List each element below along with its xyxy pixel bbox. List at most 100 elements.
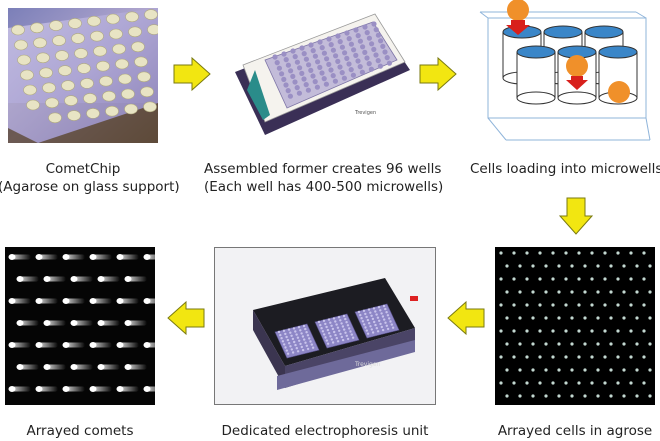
cell-dot — [551, 251, 555, 255]
cell-dot — [642, 381, 646, 385]
cell-dot — [505, 368, 509, 372]
plate-well — [332, 78, 338, 84]
chip-hole — [55, 50, 69, 61]
comet-head — [70, 364, 78, 370]
cell-dot — [642, 329, 646, 333]
cell-dot — [499, 381, 503, 385]
plate-well — [373, 52, 379, 58]
cell-dot — [616, 303, 620, 307]
plate-well — [357, 38, 363, 44]
cell-dot — [635, 290, 639, 294]
plate-well — [360, 44, 366, 50]
chip-hole — [106, 13, 120, 25]
cell-dot — [564, 303, 568, 307]
chip-hole — [118, 73, 132, 85]
comet-head — [143, 254, 151, 260]
cell-dot — [518, 342, 522, 346]
cell-dot — [557, 316, 561, 320]
chip-hole — [143, 101, 157, 113]
cell-dot — [518, 290, 522, 294]
arrow-left-2 — [166, 300, 206, 336]
cell-dot — [531, 264, 535, 268]
plate-well — [319, 45, 325, 51]
plate-well — [353, 52, 359, 59]
cell-entering — [507, 0, 529, 21]
chip-hole — [52, 35, 66, 46]
comet-head — [43, 320, 51, 326]
chip-hole — [67, 110, 81, 121]
cell-dot — [616, 381, 620, 385]
former-photo: Trevigen — [225, 10, 415, 140]
comet-head — [143, 298, 151, 304]
cell-dot — [505, 394, 509, 398]
cell-dot — [525, 251, 529, 255]
cell-dot — [596, 290, 600, 294]
chip-hole — [48, 112, 62, 124]
chip-hole — [45, 97, 59, 109]
plate-well — [310, 48, 316, 54]
chip-hole — [11, 24, 25, 36]
cell-dot — [648, 290, 652, 294]
plate-well — [339, 44, 345, 50]
chip-hole — [128, 26, 142, 38]
arrow-right-1 — [172, 56, 212, 92]
cell-dot — [544, 290, 548, 294]
comet-head — [8, 386, 16, 392]
cell-dot — [577, 277, 581, 281]
cell-dot — [551, 329, 555, 333]
cell-dot — [557, 394, 561, 398]
plate-well — [339, 70, 345, 76]
cell-dot — [629, 303, 633, 307]
caption-electrophoresis-line1: Dedicated electrophoresis unit — [221, 423, 429, 439]
caption-former-line1: Assembled former creates 96 wells — [204, 161, 442, 177]
cell-dot — [512, 381, 516, 385]
chip-hole — [77, 63, 91, 74]
cell-dot — [629, 251, 633, 255]
cell-dot — [525, 329, 529, 333]
cell-dot — [557, 264, 561, 268]
cell-dot — [518, 394, 522, 398]
cell-dot — [512, 251, 516, 255]
comet-head — [8, 342, 16, 348]
plate-well — [369, 41, 375, 47]
chip-hole — [96, 60, 110, 72]
cell-dot — [564, 381, 568, 385]
comet-head — [116, 342, 124, 348]
cell-dot — [603, 277, 607, 281]
chip-hole — [74, 48, 88, 59]
plate-well — [357, 64, 363, 70]
cell-dot — [635, 264, 639, 268]
cell-dot — [596, 342, 600, 346]
cell-dot — [570, 368, 574, 372]
cell-dot — [596, 394, 600, 398]
caption-electrophoresis: Dedicated electrophoresis unit — [210, 422, 440, 440]
cell-dot — [525, 381, 529, 385]
cell-dot — [518, 264, 522, 268]
comet-head — [16, 276, 24, 282]
plate-well — [281, 51, 287, 57]
cell-dot — [551, 381, 555, 385]
chip-hole — [109, 28, 123, 40]
plate-well — [344, 55, 350, 62]
cell-dot — [499, 355, 503, 359]
plate-well — [362, 24, 368, 30]
cell-dot — [512, 303, 516, 307]
cell-dot — [622, 342, 626, 346]
plate-well — [386, 60, 392, 66]
cell-dot — [583, 342, 587, 346]
chip-hole — [58, 65, 72, 76]
plate-well — [348, 67, 354, 73]
cell-dot — [583, 264, 587, 268]
plate-well — [353, 27, 359, 33]
cell-dot — [590, 303, 594, 307]
cell-dot — [570, 342, 574, 346]
cell-dot — [531, 290, 535, 294]
plate-well — [294, 59, 300, 65]
electrophoresis-tray — [274, 323, 320, 359]
chip-hole — [137, 71, 151, 83]
comet-head — [35, 254, 43, 260]
plate-well — [323, 81, 329, 87]
cell-dot — [564, 277, 568, 281]
cell-dot — [538, 303, 542, 307]
plate-well — [330, 47, 336, 53]
